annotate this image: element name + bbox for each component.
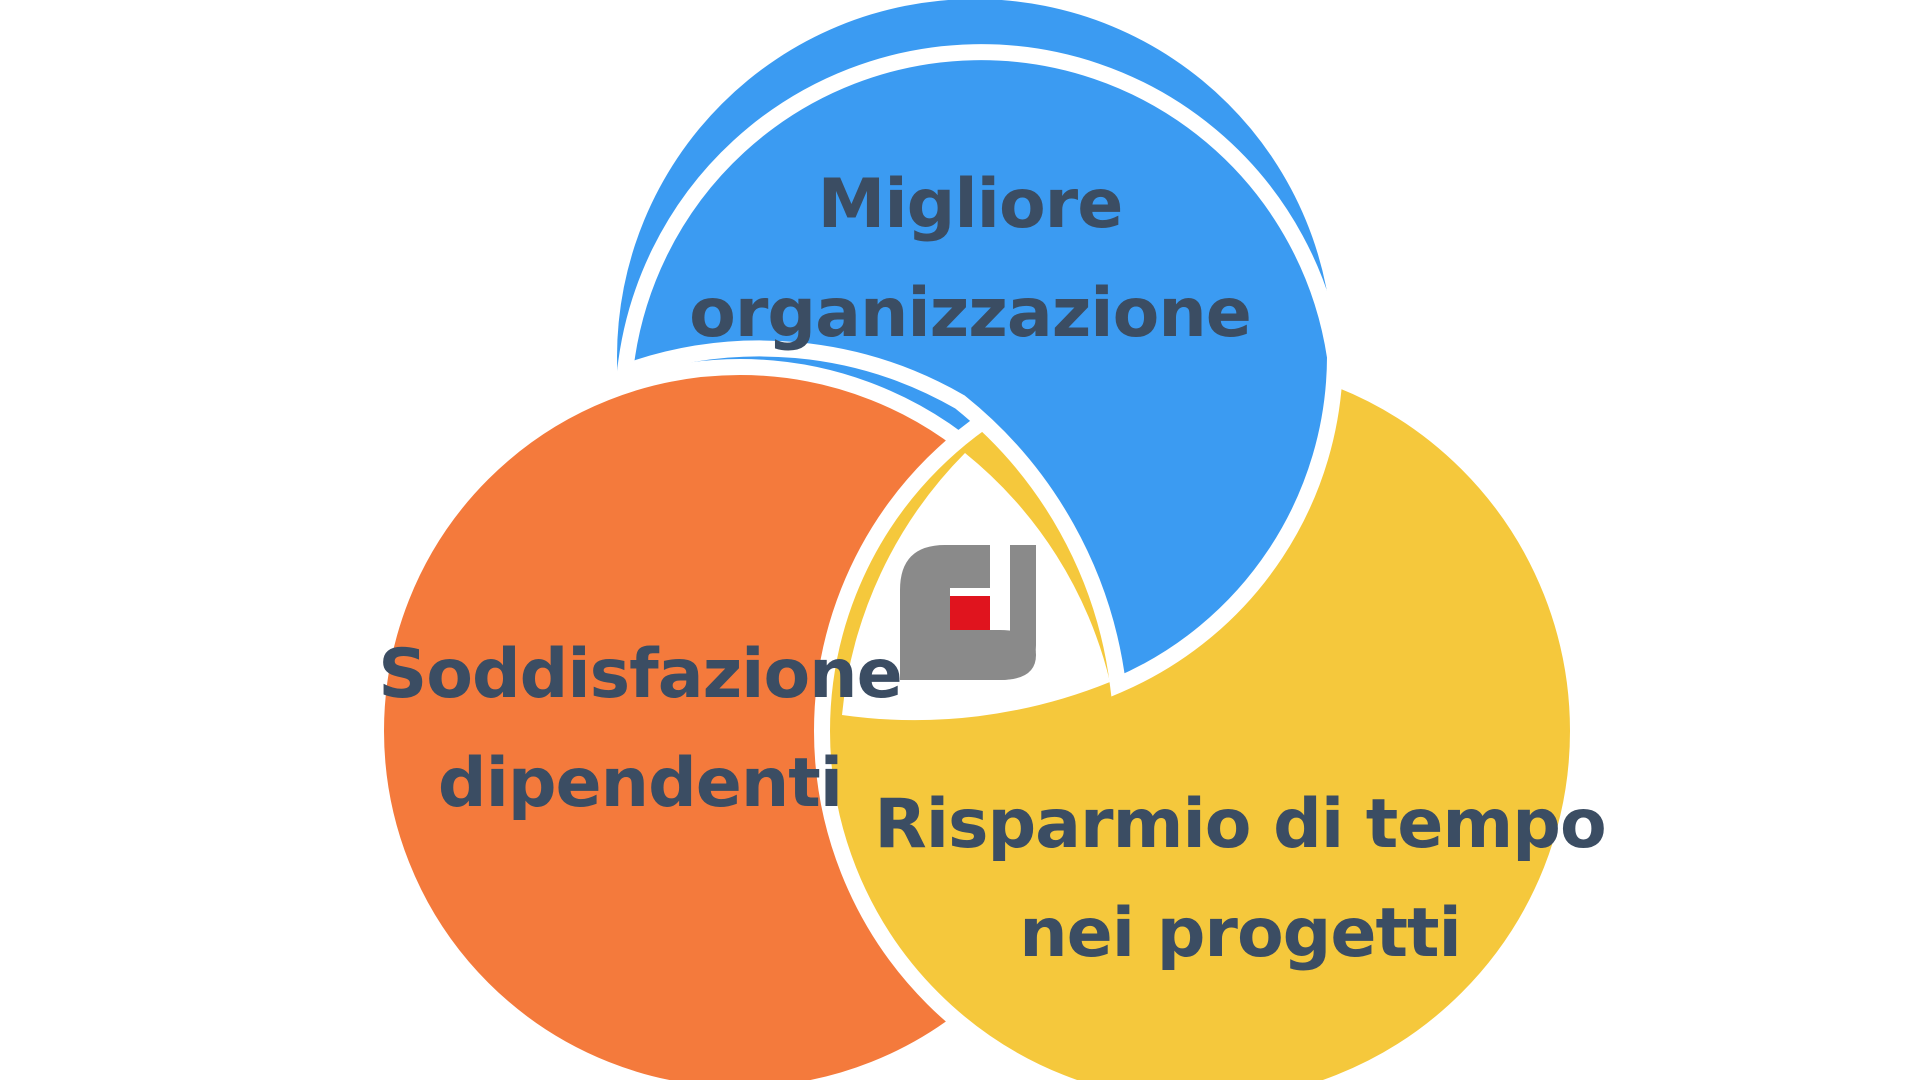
label-left-line2: dipendenti	[437, 744, 843, 823]
label-top-line1: Migliore	[817, 165, 1124, 245]
label-right-line1: Risparmio di tempo	[874, 785, 1606, 865]
label-right: Risparmio di tempo nei progetti	[874, 760, 1606, 1000]
logo-red-square	[950, 596, 990, 630]
logo-bowl	[945, 630, 1036, 680]
label-top: Migliore organizzazione	[689, 140, 1252, 380]
label-top-line2: organizzazione	[689, 274, 1252, 353]
circle-top-front	[615, 44, 1344, 697]
company-logo	[900, 545, 1036, 680]
label-left: Soddisfazione dipendenti	[378, 610, 902, 850]
label-left-line1: Soddisfazione	[378, 635, 902, 715]
label-right-line2: nei progetti	[1019, 894, 1462, 973]
logo-left-shape	[900, 545, 990, 680]
